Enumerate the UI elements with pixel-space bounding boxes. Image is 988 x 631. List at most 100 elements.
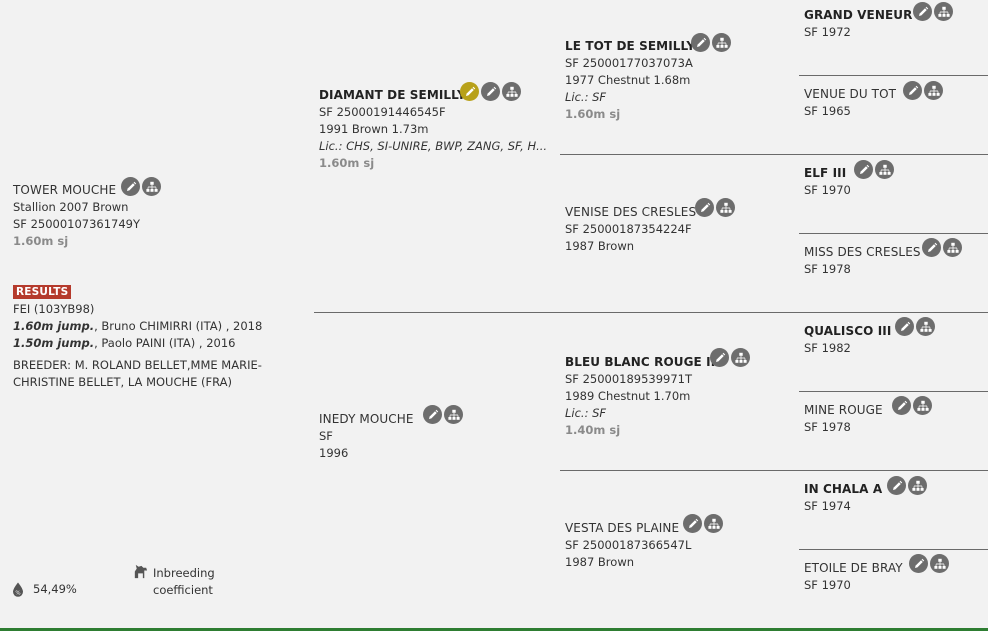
horse-name[interactable]: QUALISCO III	[804, 324, 892, 338]
main-horse-ueln: SF 25000107361749Y	[13, 217, 141, 231]
pencil-icon[interactable]	[683, 514, 702, 533]
sire-actions	[460, 82, 521, 101]
horse-info: SF 1970	[804, 183, 851, 197]
pencil-icon[interactable]	[895, 317, 914, 336]
horse-actions	[691, 33, 731, 52]
pedigree-tree-icon[interactable]	[142, 177, 161, 196]
horse-licences: Lic.: SF	[565, 90, 607, 104]
sire-block: DIAMANT DE SEMILLY SF 25000191446545F 19…	[319, 87, 547, 172]
pencil-icon[interactable]	[695, 198, 714, 217]
sire-licences: Lic.: CHS, SI-UNIRE, BWP, ZANG, SF, H...	[319, 139, 548, 153]
inbreeding-value: 54,49%	[33, 582, 77, 596]
pedigree-tree-icon[interactable]	[934, 2, 953, 21]
pedigree-tree-icon[interactable]	[875, 160, 894, 179]
horse-info: SF 1972	[804, 25, 851, 39]
horse-name[interactable]: VENUE DU TOT	[804, 87, 897, 101]
dam-name[interactable]: INEDY MOUCHE	[319, 412, 414, 426]
pencil-icon[interactable]	[423, 405, 442, 424]
main-horse-actions	[121, 177, 161, 196]
pedigree-tree-icon[interactable]	[444, 405, 463, 424]
horse-name[interactable]: MINE ROUGE	[804, 403, 883, 417]
horse-name[interactable]: GRAND VENEUR	[804, 8, 913, 22]
pedigree-tree-icon[interactable]	[913, 396, 932, 415]
pencil-icon[interactable]	[903, 81, 922, 100]
ancestor-block: MISS DES CRESLES SF 1978	[804, 244, 921, 278]
pedigree-tree-icon[interactable]	[943, 238, 962, 257]
result-item: 1.60m jump., Bruno CHIMIRRI (ITA) , 2018	[13, 318, 262, 335]
pencil-icon[interactable]	[691, 33, 710, 52]
pedigree-tree-icon[interactable]	[916, 317, 935, 336]
pedigree-divider	[799, 233, 988, 234]
horse-actions	[922, 238, 962, 257]
horse-name[interactable]: LE TOT DE SEMILLY	[565, 39, 696, 53]
horse-name[interactable]: ELF III	[804, 166, 847, 180]
main-horse-info: Stallion 2007 Brown	[13, 200, 129, 214]
dam-block: INEDY MOUCHE SF 1996	[319, 411, 414, 462]
horse-name[interactable]: VESTA DES PLAINE	[565, 521, 680, 535]
pedigree-divider	[314, 312, 988, 313]
pedigree-tree-icon[interactable]	[502, 82, 521, 101]
ancestor-block: MINE ROUGE SF 1978	[804, 402, 883, 436]
pencil-icon[interactable]	[909, 554, 928, 573]
pencil-icon[interactable]	[121, 177, 140, 196]
horse-info: SF 1982	[804, 341, 851, 355]
pencil-icon[interactable]	[887, 476, 906, 495]
pencil-icon[interactable]	[481, 82, 500, 101]
main-horse-performance: 1.60m sj	[13, 234, 69, 248]
horse-name[interactable]: MISS DES CRESLES	[804, 245, 921, 259]
horse-licences: Lic.: SF	[565, 406, 607, 420]
pencil-icon[interactable]	[710, 348, 729, 367]
horse-name[interactable]: ETOILE DE BRAY	[804, 561, 903, 575]
horse-actions	[903, 81, 943, 100]
svg-text:%: %	[15, 590, 20, 596]
horse-name[interactable]: BLEU BLANC ROUGE II	[565, 355, 716, 369]
horse-ueln: SF 25000187366547L	[565, 538, 692, 552]
pedigree-tree-icon[interactable]	[731, 348, 750, 367]
pencil-icon[interactable]	[892, 396, 911, 415]
pencil-icon[interactable]	[913, 2, 932, 21]
pedigree-tree-icon[interactable]	[712, 33, 731, 52]
pencil-icon[interactable]	[460, 82, 479, 101]
horse-performance: 1.60m sj	[565, 107, 621, 121]
pencil-icon[interactable]	[922, 238, 941, 257]
dam-actions	[423, 405, 463, 424]
horse-actions	[683, 514, 723, 533]
pedigree-divider	[799, 549, 988, 550]
horse-info: SF 1965	[804, 104, 851, 118]
horse-name[interactable]: IN CHALA A	[804, 482, 883, 496]
pedigree-tree-icon[interactable]	[704, 514, 723, 533]
main-horse-name[interactable]: TOWER MOUCHE	[13, 183, 117, 197]
horse-info: SF 1974	[804, 499, 851, 513]
pedigree-tree-icon[interactable]	[716, 198, 735, 217]
horse-performance: 1.40m sj	[565, 423, 621, 437]
sire-ueln: SF 25000191446545F	[319, 105, 446, 119]
horse-actions	[909, 554, 949, 573]
horse-info: 1989 Chestnut 1.70m	[565, 389, 691, 403]
result-jump-level: 1.60m jump.	[13, 319, 95, 333]
horse-ueln: SF 25000187354224F	[565, 222, 692, 236]
bottom-accent-bar	[0, 628, 988, 631]
horse-actions	[913, 2, 953, 21]
pedigree-divider	[560, 154, 988, 155]
pedigree-tree-icon[interactable]	[924, 81, 943, 100]
horse-ueln: SF 25000189539971T	[565, 372, 693, 386]
horse-actions	[854, 160, 894, 179]
horse-actions	[695, 198, 735, 217]
horse-info: 1987 Brown	[565, 239, 635, 253]
grandsire-block: LE TOT DE SEMILLY SF 25000177037073A 197…	[565, 38, 695, 123]
pencil-icon[interactable]	[854, 160, 873, 179]
sire-name[interactable]: DIAMANT DE SEMILLY	[319, 88, 466, 102]
pedigree-tree-icon[interactable]	[930, 554, 949, 573]
drop-percent-icon: %	[12, 582, 24, 600]
pedigree-divider	[799, 391, 988, 392]
horse-ueln: SF 25000177037073A	[565, 56, 693, 70]
result-rider: , Bruno CHIMIRRI (ITA) , 2018	[94, 319, 263, 333]
horse-actions	[895, 317, 935, 336]
ancestor-block: QUALISCO III SF 1982	[804, 323, 891, 357]
results-badge[interactable]: RESULTS	[13, 285, 72, 299]
inbreeding-label: coefficient	[153, 583, 213, 597]
result-rider: , Paolo PAINI (ITA) , 2016	[94, 336, 236, 350]
pedigree-tree-icon[interactable]	[908, 476, 927, 495]
horse-name[interactable]: VENISE DES CRESLES	[565, 205, 697, 219]
horse-icon	[132, 563, 149, 583]
